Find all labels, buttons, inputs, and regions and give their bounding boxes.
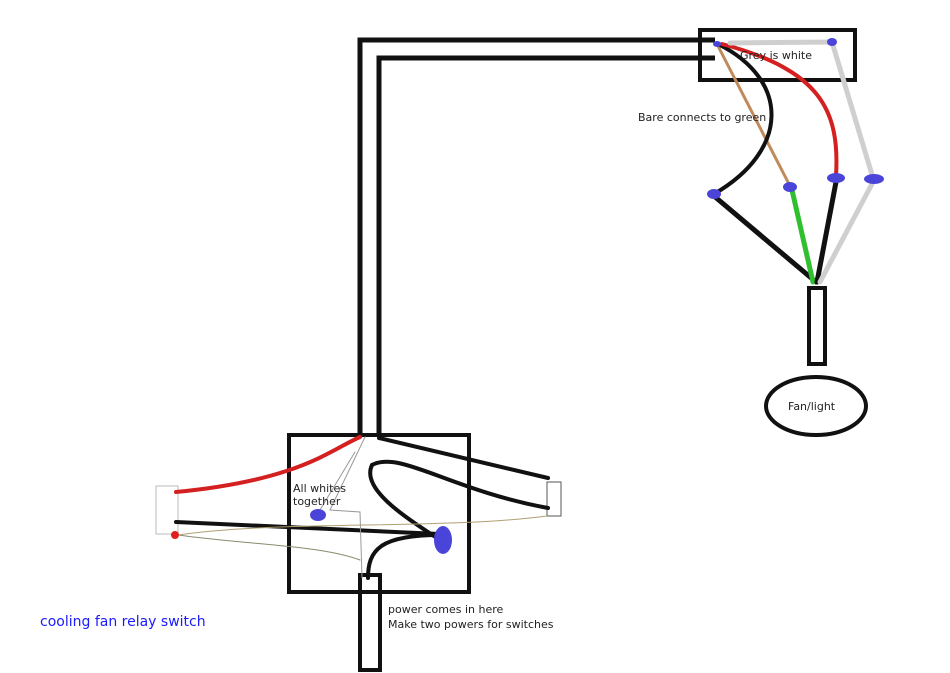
right-switch bbox=[546, 481, 562, 517]
green-to-fixture bbox=[789, 187, 816, 285]
black-wire-nut bbox=[434, 526, 452, 554]
bare-wire bbox=[716, 44, 792, 188]
power-feed-conduit bbox=[358, 573, 382, 672]
black-to-fixture bbox=[711, 193, 819, 285]
thin-white-1 bbox=[177, 534, 361, 561]
all-whites-label: All whites bbox=[293, 482, 346, 495]
red-terminal-dot bbox=[171, 531, 179, 539]
power-in-label: power comes in here bbox=[388, 603, 504, 616]
wire-nut-black bbox=[707, 189, 721, 199]
grey-is-white-label: Grey is white bbox=[740, 49, 812, 62]
red-to-fixture bbox=[814, 179, 839, 285]
box-wires bbox=[174, 435, 550, 580]
together-label: together bbox=[293, 495, 341, 508]
thin-grey-2 bbox=[319, 451, 356, 511]
thin-grey-1 bbox=[329, 436, 366, 579]
grey-to-fixture bbox=[817, 179, 876, 285]
conduit-run bbox=[357, 37, 715, 435]
left-switch bbox=[155, 485, 179, 535]
wire-nut-grey bbox=[864, 174, 884, 184]
black-to-right-switch-1 bbox=[377, 436, 550, 480]
bare-connects-label: Bare connects to green bbox=[638, 111, 766, 124]
caption: cooling fan relay switch bbox=[40, 614, 206, 630]
two-powers-label: Make two powers for switches bbox=[388, 618, 554, 631]
black-to-right-switch-2 bbox=[370, 459, 550, 510]
wire-nut-top-left bbox=[713, 41, 721, 47]
ceiling-wire-nuts bbox=[707, 38, 884, 199]
red-wire bbox=[720, 42, 839, 178]
ceiling-junction-box bbox=[698, 28, 857, 82]
fan-light-fixture bbox=[764, 375, 868, 437]
wire-nut-top-grey bbox=[827, 38, 837, 46]
fan-light-label: Fan/light bbox=[788, 400, 836, 413]
wire-nut-red bbox=[827, 173, 845, 183]
black-wire-loop bbox=[712, 42, 774, 196]
wire-nut-green bbox=[783, 182, 797, 192]
fixture-stem bbox=[807, 286, 827, 366]
red-to-left-switch bbox=[174, 435, 362, 494]
black-loop-to-nut bbox=[368, 463, 442, 542]
black-from-left-switch bbox=[174, 520, 442, 536]
black-from-power bbox=[366, 533, 442, 580]
white-wire-nut bbox=[310, 509, 326, 521]
